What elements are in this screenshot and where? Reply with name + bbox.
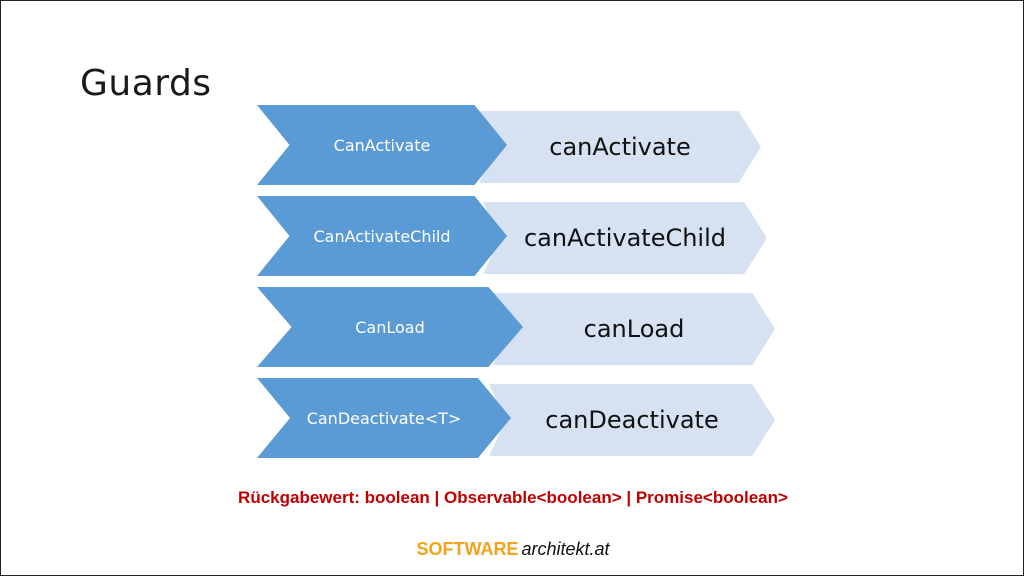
method-chevron: canActivate xyxy=(479,111,761,183)
guard-label: CanActivate xyxy=(333,135,431,155)
method-label: canActivateChild xyxy=(523,224,726,252)
return-type-note: Rückgabewert: boolean | Observable<boole… xyxy=(238,488,788,507)
method-chevron: canDeactivate xyxy=(489,384,775,456)
method-label: canDeactivate xyxy=(545,406,719,434)
guard-chevron: CanDeactivate<T> xyxy=(257,378,511,458)
method-chevron: canLoad xyxy=(493,293,775,365)
slide-title: Guards xyxy=(80,63,212,104)
guard-label: CanActivateChild xyxy=(313,226,451,246)
guard-chevron: CanLoad xyxy=(257,287,523,367)
guard-label: CanLoad xyxy=(355,317,425,337)
method-label: canActivate xyxy=(549,133,691,161)
guard-chevron: CanActivate xyxy=(257,105,507,185)
guard-chevron: CanActivateChild xyxy=(257,196,507,276)
logo-software: SOFTWARE xyxy=(416,539,519,559)
logo-architekt: architekt.at xyxy=(521,539,610,559)
method-label: canLoad xyxy=(583,315,685,343)
method-chevron: canActivateChild xyxy=(483,202,767,274)
guard-label: CanDeactivate<T> xyxy=(306,408,462,428)
